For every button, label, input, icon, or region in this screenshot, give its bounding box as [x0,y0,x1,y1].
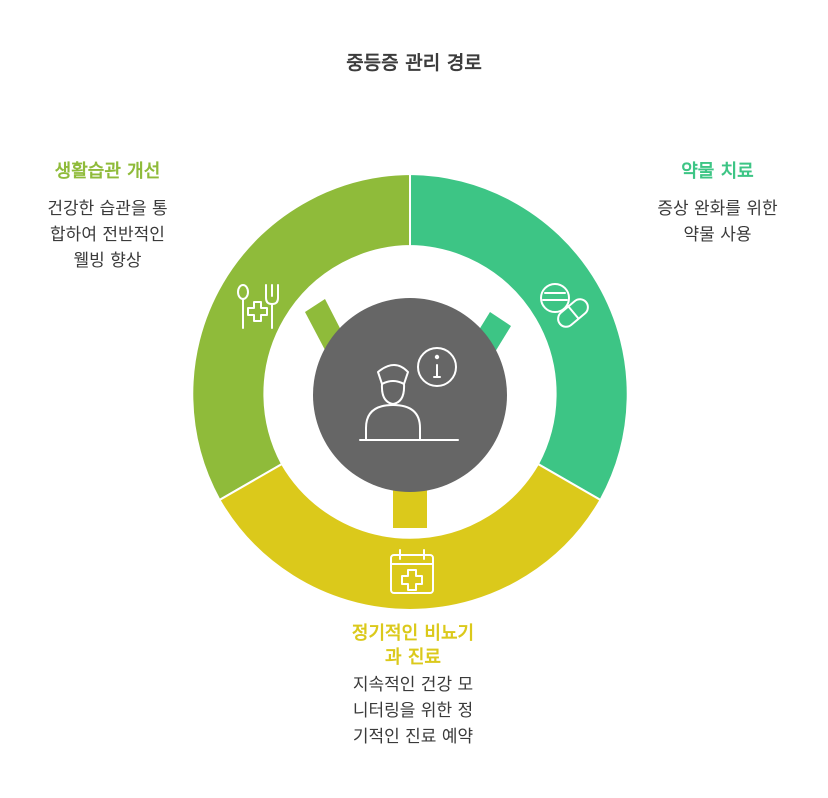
fork-spoon-medical-icon [237,284,279,329]
visit-desc-line: 니터링을 위한 정 [352,701,474,721]
medication-heading: 약물 치료 [681,161,754,182]
medication-desc-line: 약물 사용 [683,225,752,245]
lifestyle-desc-line: 합하여 전반적인 [50,225,165,245]
segment-visit[interactable] [218,462,602,611]
visit-heading: 정기적인 비뇨기 과 진료 [308,622,518,670]
center-circle [313,298,507,492]
medical-calendar-icon [390,549,434,594]
pills-icon [540,283,589,328]
medication-description: 증상 완화를 위한 약물 사용 [620,196,815,248]
lifestyle-desc-line: 건강한 습관을 통 [47,199,168,219]
segment-medication[interactable] [409,172,629,502]
doctor-info-icon [359,347,459,441]
connector-visit [393,488,427,528]
visit-heading-line: 정기적인 비뇨기 [351,623,475,644]
visit-heading-line: 과 진료 [385,647,441,668]
lifestyle-description: 건강한 습관을 통 합하여 전반적인 웰빙 향상 [10,196,205,274]
visit-desc-line: 지속적인 건강 모 [352,675,474,695]
lifestyle-heading: 생활습관 개선 [54,161,161,182]
visit-desc-line: 기적인 진료 예약 [352,727,474,747]
segment-lifestyle[interactable] [191,172,411,502]
lifestyle-desc-line: 웰빙 향상 [73,251,142,271]
page-title: 중등증 관리 경로 [346,52,482,74]
visit-description: 지속적인 건강 모 니터링을 위한 정 기적인 진료 예약 [308,672,518,750]
medication-desc-line: 증상 완화를 위한 [657,199,778,219]
